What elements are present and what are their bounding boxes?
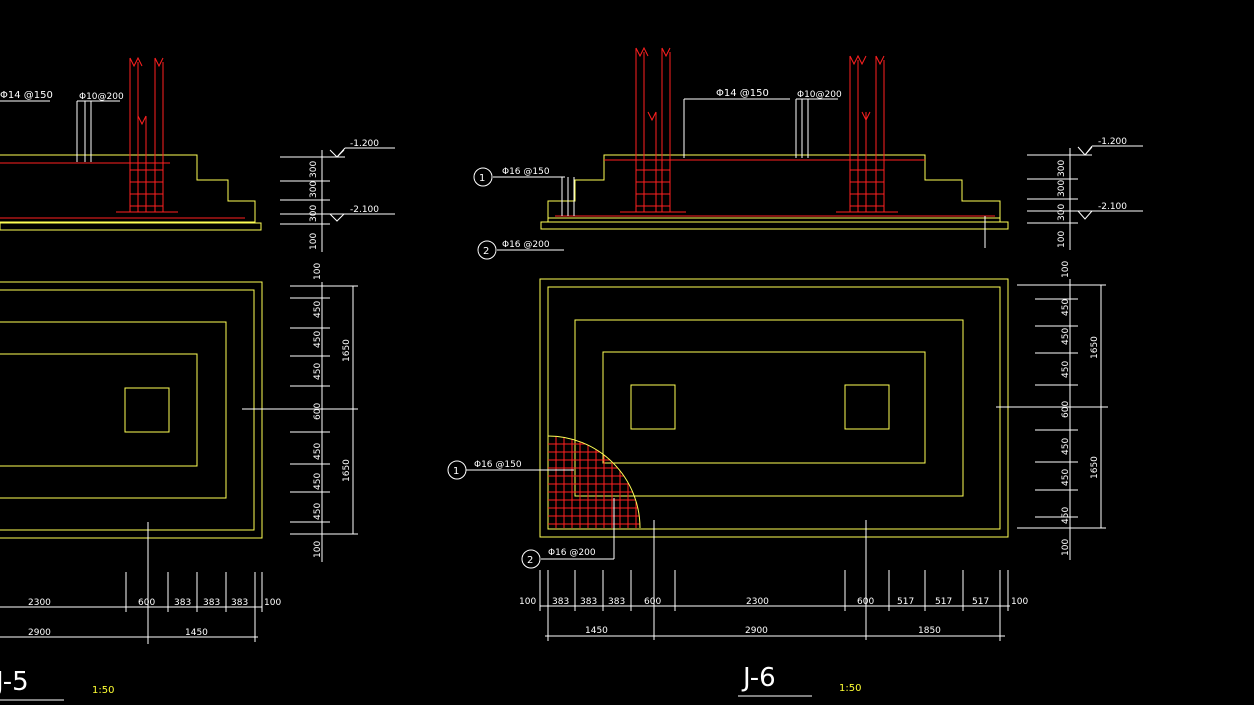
j6-callout-3-num: 1 (453, 466, 459, 477)
j6-plan-total-1: 1650 (1090, 336, 1100, 359)
j6-callout-4-num: 2 (527, 555, 533, 566)
j6-callout-2-num: 2 (483, 246, 489, 257)
j6-plan-dim-9: 100 (1061, 539, 1071, 556)
j5-footing-outline (0, 154, 256, 223)
j5-elev-bottom: -2.100 (350, 205, 379, 215)
j5-plan-dimlines (147, 282, 358, 644)
j5-section-view (0, 154, 262, 231)
j6-bottom-dimlines (539, 570, 1010, 697)
j6-plan-leaders (466, 279, 1108, 640)
j6-plan-dim-6: 450 (1061, 438, 1071, 455)
j6-bottom-dim-3: 383 (580, 597, 597, 607)
j5-section-leaders (0, 100, 120, 162)
j5-plan-view (0, 281, 263, 539)
j6-bottom-total-3: 1850 (918, 626, 941, 636)
j6-callout-3-text: Φ16 @150 (474, 460, 522, 470)
j5-scale: 1:50 (92, 685, 114, 696)
j6-callout-1-circle (473, 167, 493, 187)
j6-bottom-dim-8: 517 (897, 597, 914, 607)
j6-bottom-dim-5: 600 (644, 597, 661, 607)
j6-section-dim-3: 300 (1057, 204, 1067, 221)
j5-bottom-dim-3: 383 (174, 598, 191, 608)
j6-section-dim-2: 300 (1057, 180, 1067, 197)
j5-bottom-dim-2: 600 (138, 598, 155, 608)
j6-callout-3-circle (447, 460, 467, 480)
j5-plan-dim-2: 450 (313, 301, 323, 318)
j6-column-right (844, 384, 890, 430)
j5-section-dim-2: 300 (309, 181, 319, 198)
j5-bottom-dim-6: 100 (264, 598, 281, 608)
j6-section-dim-4: 100 (1057, 231, 1067, 248)
j6-bottom-dim-9: 517 (935, 597, 952, 607)
j6-section-leaders (493, 98, 986, 251)
j6-plan-dim-3: 450 (1061, 328, 1071, 345)
j5-bottom-total-1: 2900 (28, 628, 51, 638)
j6-plan-dim-4: 450 (1061, 361, 1071, 378)
j5-plan-dim-3: 450 (313, 331, 323, 348)
j5-plan-dim-4: 450 (313, 363, 323, 380)
j6-elev-bottom: -2.100 (1098, 202, 1127, 212)
j5-plan-dim-7: 450 (313, 473, 323, 490)
j6-bottom-total-2: 2900 (745, 626, 768, 636)
j6-elev-top: -1.200 (1098, 137, 1127, 147)
j5-bottom-dim-1: 2300 (28, 598, 51, 608)
j6-callout-2-text: Φ16 @200 (502, 240, 550, 250)
j5-plan-dim-6: 450 (313, 443, 323, 460)
j5-title: J-5 (0, 667, 29, 697)
j6-callout-4-text: Φ16 @200 (548, 548, 596, 558)
j6-plan-view (539, 278, 1009, 538)
j6-section-view (540, 154, 1009, 230)
j6-bottom-dim-7: 600 (857, 597, 874, 607)
j6-footing-outline (547, 154, 1001, 222)
j5-rebar-label-a: Φ14 @150 (0, 90, 53, 101)
j6-callout-2-circle (477, 240, 497, 260)
j6-rebar-mesh (547, 435, 641, 529)
j6-rebar-label-a: Φ14 @150 (716, 88, 769, 99)
j6-bottom-total-1: 1450 (585, 626, 608, 636)
j5-rebar-label-b: Φ10@200 (79, 92, 124, 102)
j5-elevation-marks (280, 147, 395, 252)
j6-cushion (540, 221, 1009, 230)
j6-plan-total-2: 1650 (1090, 456, 1100, 479)
j6-callout-4-circle (521, 549, 541, 569)
j5-elev-top: -1.200 (350, 139, 379, 149)
j5-plan-dim-9: 100 (313, 541, 323, 558)
j6-bottom-dim-2: 383 (552, 597, 569, 607)
j6-bottom-dim-11: 100 (1011, 597, 1028, 607)
j5-bottom-dimlines (0, 572, 263, 701)
j5-cushion (0, 222, 262, 231)
j6-plan-dim-2: 450 (1061, 299, 1071, 316)
j5-bottom-dim-4: 383 (203, 598, 220, 608)
j5-section-dim-1: 300 (309, 161, 319, 178)
j6-column-left (630, 384, 676, 430)
j6-callout-1-text: Φ16 @150 (502, 167, 550, 177)
j5-bottom-total-2: 1450 (185, 628, 208, 638)
j6-section-dim-1: 300 (1057, 160, 1067, 177)
j6-rebar-label-b: Φ10@200 (797, 90, 842, 100)
j6-scale: 1:50 (839, 683, 861, 694)
j5-plan-dim-5: 600 (313, 403, 323, 420)
j5-bottom-dim-5: 383 (231, 598, 248, 608)
j6-bottom-dim-1: 100 (519, 597, 536, 607)
j6-plan-dim-7: 450 (1061, 469, 1071, 486)
j5-column (124, 387, 170, 433)
j5-section-dim-3: 300 (309, 205, 319, 222)
j6-bottom-dim-10: 517 (972, 597, 989, 607)
j5-rebar-section (0, 56, 245, 219)
j6-rebar-section (555, 46, 995, 217)
j5-plan-dim-8: 450 (313, 503, 323, 520)
j6-callout-1-num: 1 (479, 173, 485, 184)
j6-plan-dim-1: 100 (1061, 261, 1071, 278)
j6-bottom-dim-4: 383 (608, 597, 625, 607)
j6-bottom-dim-6: 2300 (746, 597, 769, 607)
j5-section-dim-4: 100 (309, 233, 319, 250)
j5-plan-total-2: 1650 (342, 459, 352, 482)
j6-plan-dim-5: 600 (1061, 401, 1071, 418)
j6-plan-dim-8: 450 (1061, 507, 1071, 524)
j5-plan-total-1: 1650 (342, 339, 352, 362)
j6-elevation-marks (1027, 145, 1143, 250)
j5-plan-dim-1: 100 (313, 263, 323, 280)
j6-title: J-6 (741, 663, 776, 693)
